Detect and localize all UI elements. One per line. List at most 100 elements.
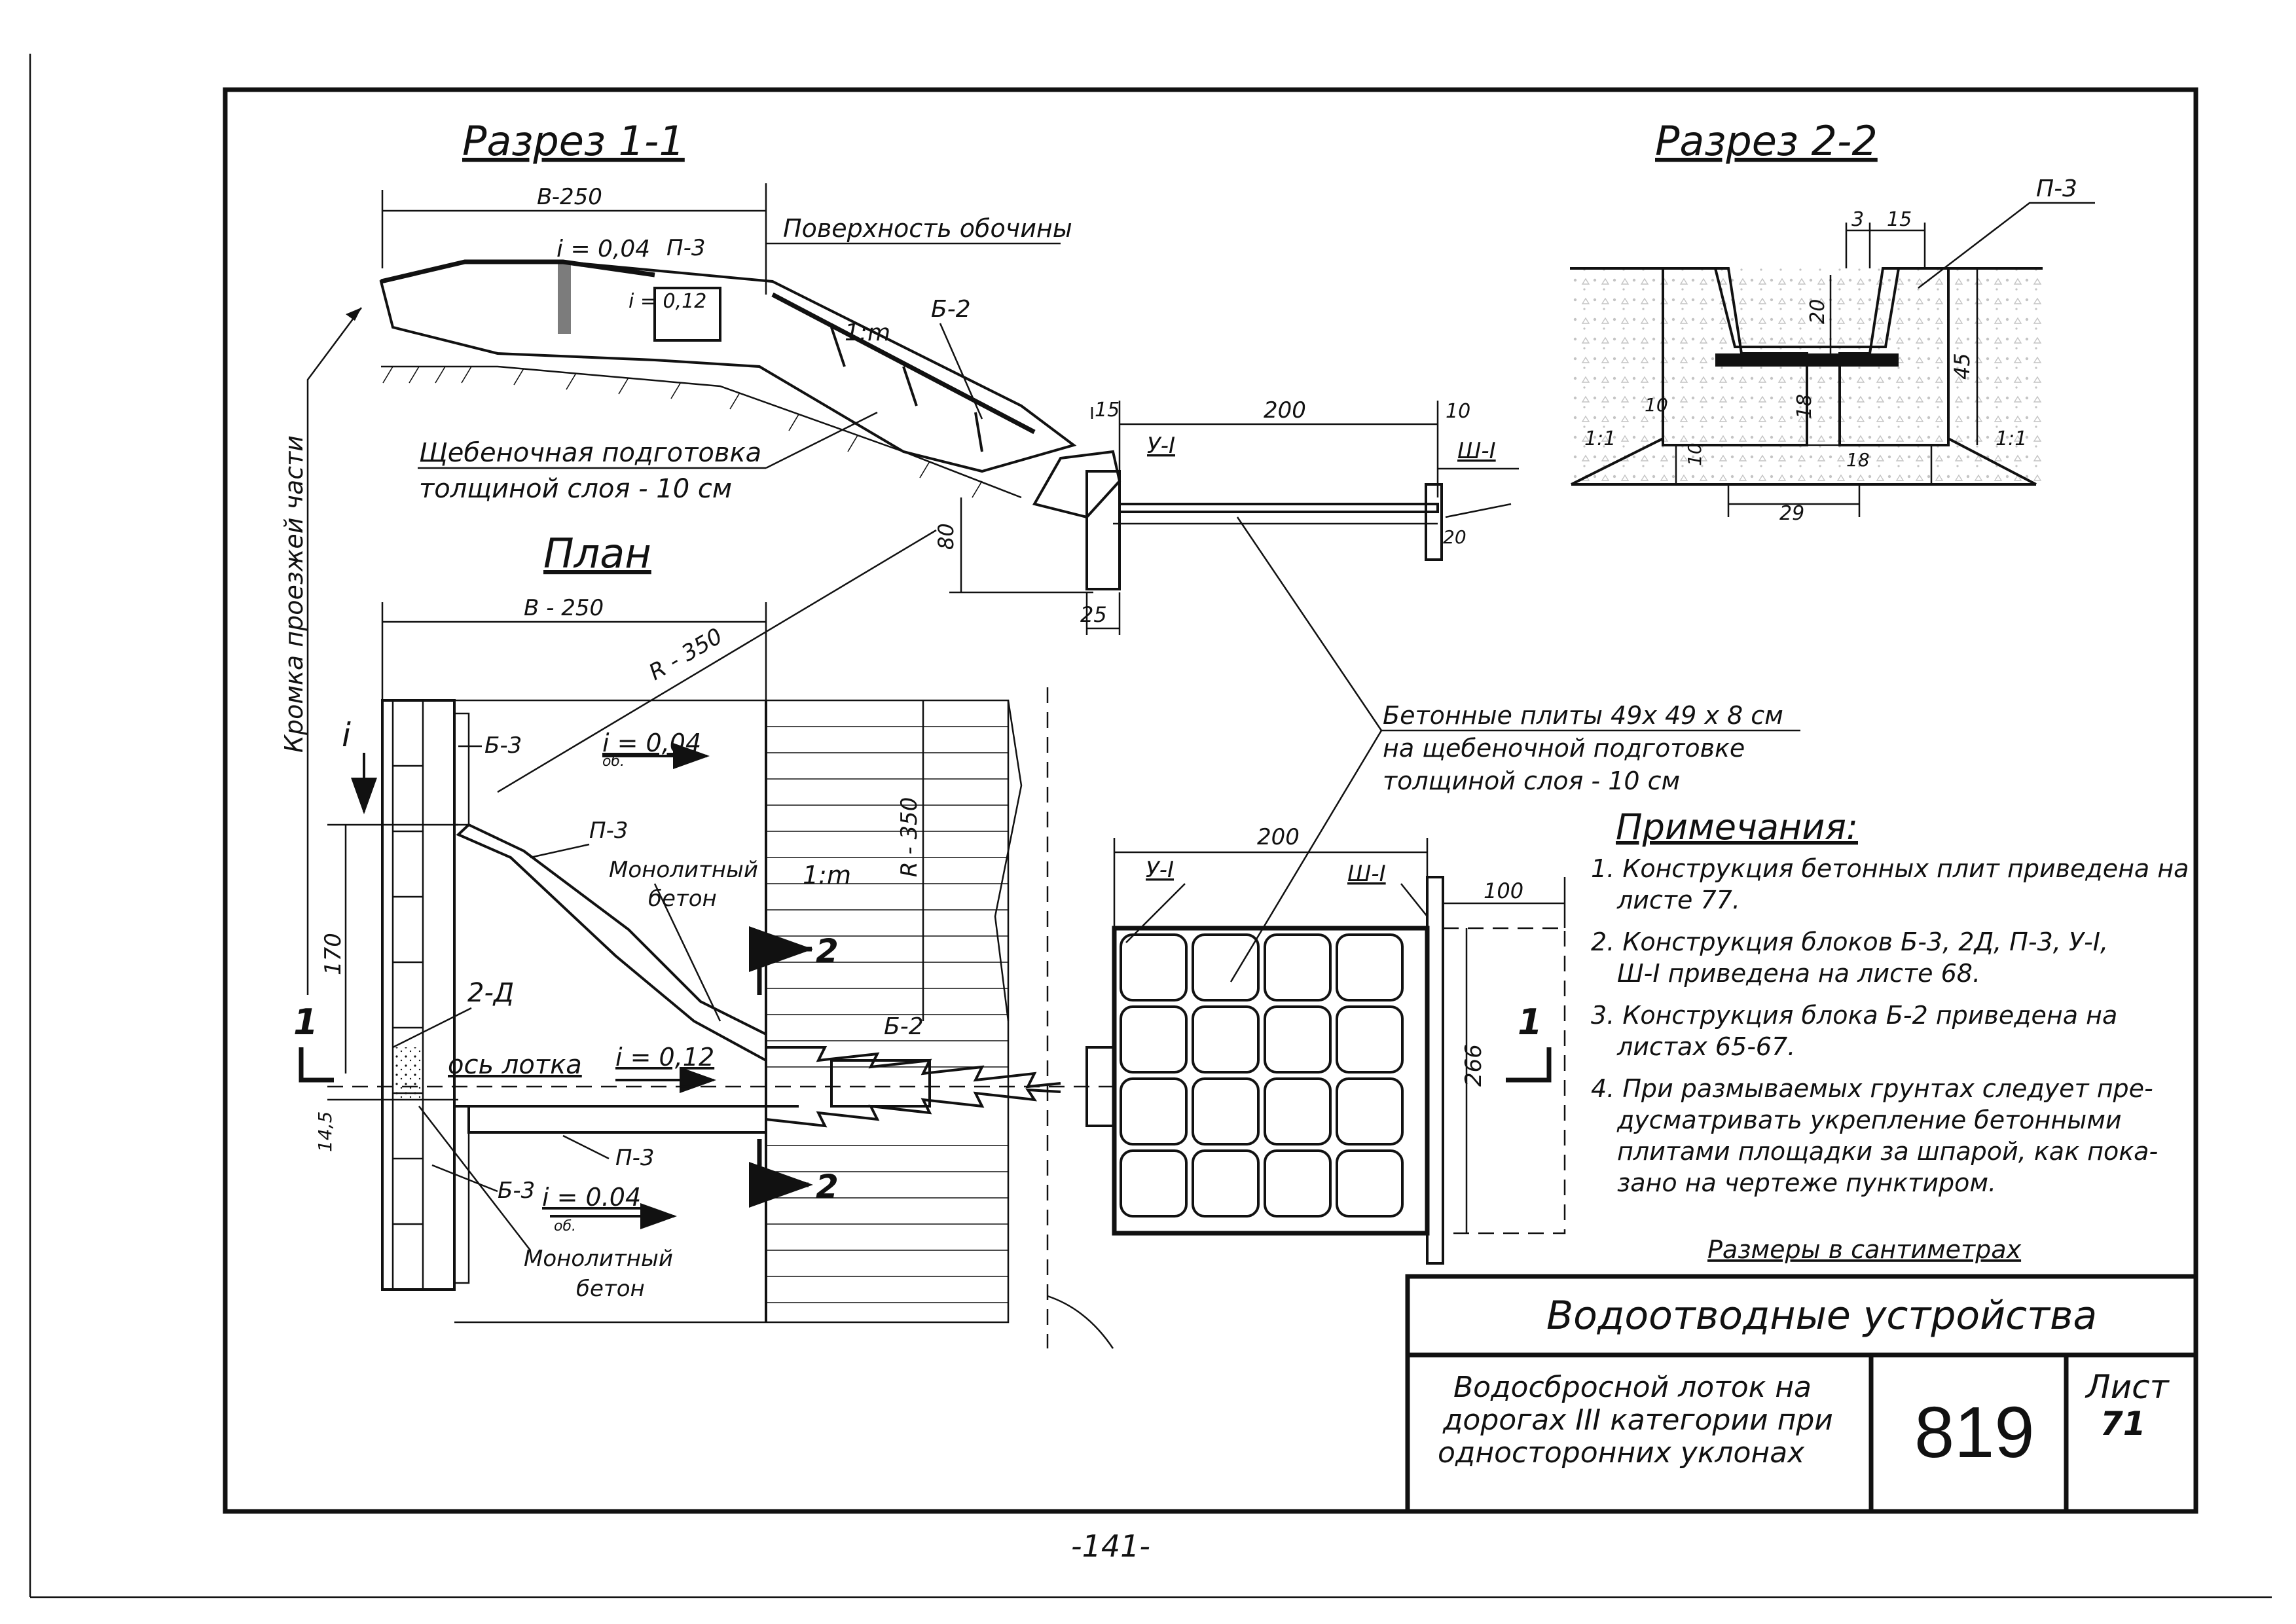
title-block-desc-line2: дорогах III категории при <box>1442 1403 1833 1437</box>
gravel-label-line1: Щебеночная подготовка <box>419 438 761 468</box>
section-2-2-dim-10a: 10 <box>1645 394 1668 416</box>
plan-cut-mark-1b: 1 <box>1518 1001 1542 1043</box>
shoulder-surface-label: Поверхность обочины <box>783 214 1072 243</box>
section-2-2-dim-15: 15 <box>1887 208 1912 231</box>
slabs-note-line2: на щебеночной подготовке <box>1383 734 1745 763</box>
end-block-sh1-shape <box>1425 483 1443 561</box>
plan-extension-dashed <box>1443 927 1566 1235</box>
plan-monolith-top-1: Монолитный <box>609 857 758 883</box>
plan-slope-bottom-sub: об. <box>554 1218 576 1235</box>
note-line-5: 3. Конструкция блока Б-2 приведена на <box>1591 1001 2117 1030</box>
note-line-2: листе 77. <box>1616 886 1740 914</box>
plan-slope-1m: 1:m <box>803 861 851 890</box>
title-block-sheet-label: Лист <box>2085 1368 2170 1406</box>
plan-slabs: 200 У-I Ш-I 100 266 1 <box>1085 824 1566 1265</box>
end-section: 15 200 10 У-I Ш-I 20 80 25 <box>934 397 1519 635</box>
drawing-frame <box>223 87 2198 1514</box>
end-dim-10: 10 <box>1446 400 1470 423</box>
title-block-desc-line3: односторонних уклонах <box>1438 1436 1805 1470</box>
plan-block-u1: У-I <box>1146 857 1174 883</box>
plan-dim-266: 266 <box>1461 1044 1487 1087</box>
gravel-label-line2: толщиной слоя - 10 см <box>419 474 732 504</box>
plan-sh1-beam <box>1426 876 1444 1265</box>
section-1-1-title: Разрез 1-1 <box>462 117 685 165</box>
section-slope-1m: 1:m <box>845 319 890 346</box>
end-block-u1-shape <box>1085 470 1121 590</box>
section-2-2-dim-20: 20 <box>1806 299 1829 324</box>
end-dim-200: 200 <box>1264 397 1306 424</box>
section-2-2-dim-3: 3 <box>1851 208 1864 231</box>
note-line-9: плитами площадки за шпарой, как пока- <box>1617 1137 2158 1166</box>
plan-dim-b: B - 250 <box>524 595 604 621</box>
section-2-2: Разрез 2-2 П-3 3 15 20 45 18 18 10 10 29… <box>1570 117 2095 525</box>
title-block-number: 819 <box>1914 1392 2035 1473</box>
plan-monolith-top-2: бетон <box>648 886 717 912</box>
plan-slope-012: i = 0,12 <box>615 1043 714 1072</box>
section-2-2-dim-18b: 18 <box>1846 449 1870 471</box>
section-1-1: Разрез 1-1 B-250 Поверхность обочины i =… <box>280 117 1077 995</box>
plan-b2-chute <box>765 1046 1061 1128</box>
units-note: Размеры в сантиметрах <box>1707 1235 2022 1264</box>
note-line-6: листах 65-67. <box>1616 1032 1795 1061</box>
slabs-note-line1: Бетонные плиты 49х 49 х 8 см <box>1383 701 1783 730</box>
section-block-b2: Б-2 <box>931 296 971 323</box>
plan-title: План <box>543 530 651 577</box>
plan-block-b3-top: Б-3 <box>484 732 522 759</box>
plan-slope-bottom: i = 0.04 <box>542 1183 641 1212</box>
plan-cut-mark-2b: 2 <box>816 1168 839 1206</box>
note-line-10: зано на чертеже пунктиром. <box>1617 1168 1996 1197</box>
section-2-2-base <box>1675 444 1933 486</box>
plan-block-p3-bottom: П-3 <box>615 1145 654 1171</box>
section-block-p3: П-3 <box>666 235 705 261</box>
end-dim-80: 80 <box>934 523 958 550</box>
section-slope-i2: i = 0,12 <box>629 290 706 313</box>
notes-title: Примечания: <box>1616 806 1858 848</box>
plan-monolith-bottom-1: Монолитный <box>524 1246 673 1272</box>
end-slab-line <box>1118 503 1439 513</box>
section-2-2-slope-left: 1:1 <box>1584 427 1616 450</box>
slab-grid <box>1120 933 1404 1218</box>
notes-block: Примечания: 1. Конструкция бетонных плит… <box>1591 806 2189 1264</box>
section-2-2-channel-bottom <box>1715 353 1899 367</box>
section-dim-b: B-250 <box>537 184 602 210</box>
plan-view: План B - 250 R - 350 i <box>293 529 1114 1349</box>
plan-curved-tray <box>456 823 767 1063</box>
section-slope-i1: i = 0,04 <box>556 236 650 262</box>
title-block-desc-line1: Водосбросной лоток на <box>1453 1371 1812 1404</box>
end-block-u1: У-I <box>1147 433 1175 459</box>
section-2-2-dim-29: 29 <box>1779 502 1804 525</box>
carriageway-edge-label: Кромка проезжей части <box>280 435 308 753</box>
note-line-4: Ш-I приведена на листе 68. <box>1617 959 1980 988</box>
section-2-2-dim-10b: 10 <box>1684 442 1705 466</box>
plan-block-b2: Б-2 <box>884 1013 924 1040</box>
plan-block-sh1: Ш-I <box>1347 861 1386 887</box>
section-2-2-dim-45: 45 <box>1950 353 1975 380</box>
plan-block-2d: 2-Д <box>467 978 514 1008</box>
plan-i-label: i <box>342 716 351 754</box>
plan-block-p3-top: П-3 <box>589 818 628 844</box>
end-dim-20: 20 <box>1443 526 1467 548</box>
note-line-7: 4. При размываемых грунтах следует пре- <box>1591 1074 2153 1103</box>
title-block-sheet-number: 71 <box>2100 1405 2146 1443</box>
plan-axis-label: ось лотка <box>448 1050 582 1080</box>
section-2-2-block-p3: П-3 <box>2036 175 2077 202</box>
plan-dim-145: 14,5 <box>314 1111 336 1152</box>
plan-radius-1: R - 350 <box>645 623 727 686</box>
section-2-2-dim-18a: 18 <box>1793 394 1816 419</box>
plan-monolith-bottom-2: бетон <box>576 1276 645 1302</box>
plan-cut-mark-2: 2 <box>816 932 839 970</box>
section-2-2-slope-right: 1:1 <box>1995 427 2027 450</box>
note-line-8: дусматривать укрепление бетонными <box>1616 1106 2122 1134</box>
title-block-title: Водоотводные устройства <box>1546 1293 2097 1339</box>
slabs-note-line3: толщиной слоя - 10 см <box>1383 767 1680 795</box>
end-block-sh1: Ш-I <box>1457 438 1496 464</box>
end-dim-25: 25 <box>1080 602 1107 627</box>
note-line-3: 2. Конструкция блоков Б-3, 2Д, П-3, У-I, <box>1591 928 2108 956</box>
plan-dim-100: 100 <box>1484 878 1523 903</box>
page-number: -141- <box>1071 1528 1150 1564</box>
section-2-2-title: Разрез 2-2 <box>1655 117 1878 165</box>
end-dim-15: 15 <box>1095 399 1120 422</box>
plan-radius-2: R - 350 <box>896 797 922 877</box>
plan-dim-200: 200 <box>1257 824 1300 850</box>
